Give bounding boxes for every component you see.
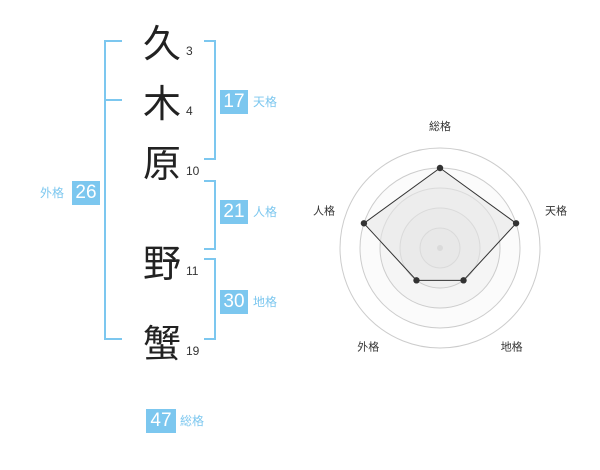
name-char-1: 久 bbox=[142, 22, 181, 66]
radar-label-0: 総格 bbox=[429, 119, 451, 133]
radar-point-3 bbox=[413, 277, 420, 284]
radar-label-4: 人格 bbox=[313, 203, 335, 217]
tenkaku-badge: 17 bbox=[220, 90, 248, 114]
stroke-count-4: 11 bbox=[186, 264, 199, 278]
name-char-4: 野 bbox=[142, 242, 181, 286]
tenkaku-label: 天格 bbox=[253, 95, 278, 109]
radar-point-0 bbox=[436, 164, 444, 172]
radar-label-2: 地格 bbox=[501, 340, 523, 354]
radar-point-1 bbox=[512, 220, 520, 227]
radar-polygon bbox=[363, 167, 517, 281]
gaikaku-badge: 26 bbox=[72, 181, 100, 205]
name-char-2: 木 bbox=[142, 82, 181, 126]
stroke-count-3: 10 bbox=[186, 164, 200, 178]
jinkaku-badge: 21 bbox=[220, 200, 248, 224]
radar-label-1: 天格 bbox=[545, 203, 567, 217]
radar-label-3: 外格 bbox=[357, 340, 379, 354]
radar-point-4 bbox=[360, 220, 368, 227]
stroke-count-2: 4 bbox=[186, 104, 193, 118]
gaikaku-label: 外格 bbox=[40, 186, 65, 200]
chikaku-badge: 30 bbox=[220, 290, 248, 314]
chikaku-label: 地格 bbox=[253, 295, 278, 309]
name-char-5: 蟹 bbox=[142, 322, 181, 366]
radar-point-2 bbox=[460, 277, 467, 284]
jinkaku-label: 人格 bbox=[253, 205, 278, 219]
radar-points bbox=[360, 164, 520, 284]
soukaku-label: 総格 bbox=[180, 414, 205, 428]
name-char-3: 原 bbox=[142, 142, 181, 186]
stroke-count-1: 3 bbox=[186, 44, 193, 58]
soukaku-badge: 47 bbox=[146, 409, 176, 433]
stroke-count-5: 19 bbox=[186, 344, 200, 358]
